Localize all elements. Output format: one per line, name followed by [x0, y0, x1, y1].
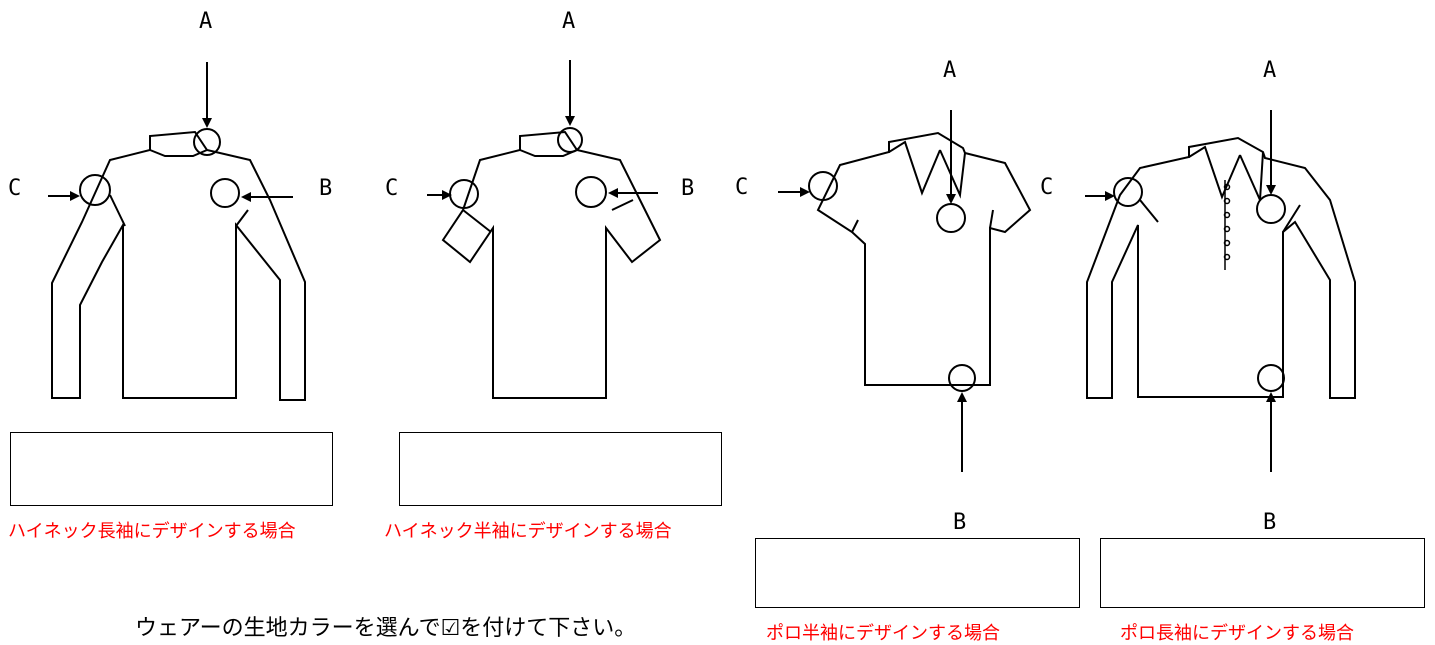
point-b-circle: [575, 176, 607, 208]
polo-shortsleeve-shirt: A B C: [735, 58, 1032, 535]
instruction-text: ウェアーの生地カラーを選んで☑を付けて下さい。: [135, 616, 637, 641]
label-b: B: [319, 176, 332, 201]
point-a-circle: [193, 128, 221, 156]
shirt-outline: [816, 131, 1032, 386]
label-c: C: [8, 176, 21, 201]
design-input-box-highneck-long[interactable]: [10, 432, 333, 506]
label-b: B: [681, 176, 694, 201]
collar-left: [888, 140, 941, 196]
shirt-outline: [1086, 136, 1356, 399]
caption-highneck-short: ハイネック半袖にデザインする場合: [384, 521, 672, 542]
collar-outline: [149, 136, 208, 157]
collar-right: [939, 149, 966, 199]
collar-left: [1188, 145, 1241, 200]
point-c-circle: [79, 174, 111, 206]
label-a: A: [199, 9, 212, 34]
highneck-longsleeve-shirt: A B C: [8, 9, 332, 401]
point-b-circle: [210, 178, 240, 208]
point-a-circle: [1256, 194, 1286, 224]
design-input-box-polo-short[interactable]: [755, 538, 1080, 608]
shirt-outline: [441, 130, 662, 399]
collar-right: [1239, 151, 1264, 201]
polo-longsleeve-shirt: A B C: [1040, 58, 1356, 535]
point-a-circle: [557, 127, 583, 153]
placket-buttons: [1223, 183, 1231, 261]
label-b: B: [953, 510, 966, 535]
label-a: A: [562, 9, 575, 34]
point-c-circle: [808, 171, 838, 201]
label-b: B: [1263, 510, 1276, 535]
label-c: C: [735, 175, 748, 200]
caption-highneck-long: ハイネック長袖にデザインする場合: [8, 521, 296, 542]
label-c: C: [1040, 175, 1053, 200]
point-c-circle: [1113, 177, 1143, 207]
point-a-circle: [936, 203, 966, 233]
caption-polo-long: ポロ長袖にデザインする場合: [1120, 623, 1354, 644]
point-b-circle: [948, 364, 976, 392]
point-c-circle: [449, 179, 479, 209]
point-b-circle: [1257, 364, 1285, 392]
design-input-box-polo-long[interactable]: [1100, 538, 1425, 608]
label-a: A: [943, 58, 956, 83]
caption-polo-short: ポロ半袖にデザインする場合: [766, 623, 1000, 644]
design-input-box-highneck-short[interactable]: [399, 432, 722, 506]
collar-outline: [519, 136, 578, 157]
label-a: A: [1263, 58, 1276, 83]
shirt-outline: [51, 130, 306, 401]
highneck-shortsleeve-shirt: A B C: [385, 9, 694, 399]
label-c: C: [385, 176, 398, 201]
